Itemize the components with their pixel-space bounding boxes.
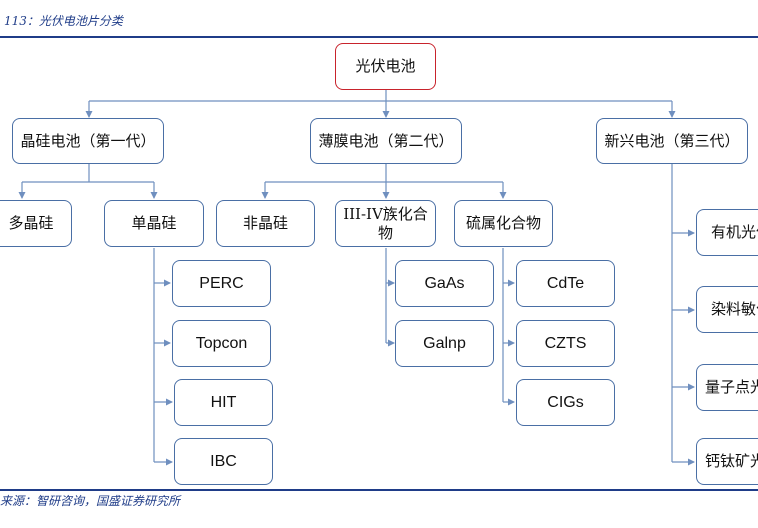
node-chalcogenide: 硫属化合物 [454,200,553,247]
node-thin-film: 薄膜电池（第二代） [310,118,462,164]
root-node: 光伏电池 [335,43,436,90]
node-gainp: Galnp [395,320,494,367]
node-organic-pv: 有机光伏 [696,209,758,256]
node-czts: CZTS [516,320,615,367]
node-amorphous-silicon: 非晶硅 [216,200,315,247]
node-hit: HIT [174,379,273,426]
node-cdte: CdTe [516,260,615,307]
node-perc: PERC [172,260,271,307]
node-cigs: CIGs [516,379,615,426]
node-quantum-dot: 量子点光伏 [696,364,758,411]
node-gaas: GaAs [395,260,494,307]
bottom-rule [0,489,758,491]
node-dye-sensitized: 染料敏化 [696,286,758,333]
node-perovskite: 钙钛矿光伏 [696,438,758,485]
figure-caption: 113：光伏电池片分类 [4,14,123,28]
node-ibc: IBC [174,438,273,485]
source-note: 来源：智研咨询，国盛证券研究所 [0,494,181,508]
node-monosilicon: 单晶硅 [104,200,204,247]
top-rule [0,36,758,38]
node-crystalline-silicon: 晶硅电池（第一代） [12,118,164,164]
node-polysilicon: 多晶硅 [0,200,72,247]
node-iii-iv-compounds: III-IV族化合物 [335,200,436,247]
node-emerging: 新兴电池（第三代） [596,118,748,164]
node-topcon: Topcon [172,320,271,367]
